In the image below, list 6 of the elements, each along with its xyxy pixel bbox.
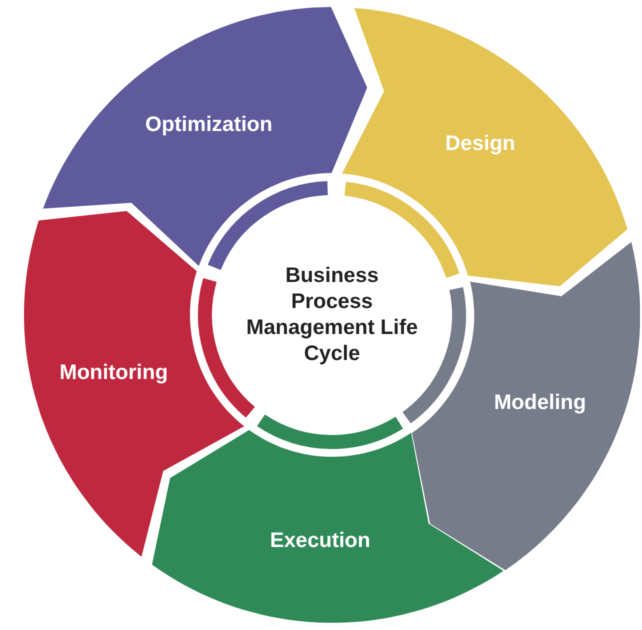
title-text: Business Process Management Life Cycle — [245, 262, 419, 368]
stage-label: Design — [445, 132, 516, 156]
stage-label: Monitoring — [59, 361, 168, 386]
stage-label: Execution — [270, 528, 370, 553]
stage-label: Modeling — [494, 391, 586, 416]
stage-label: Optimization — [145, 113, 272, 138]
